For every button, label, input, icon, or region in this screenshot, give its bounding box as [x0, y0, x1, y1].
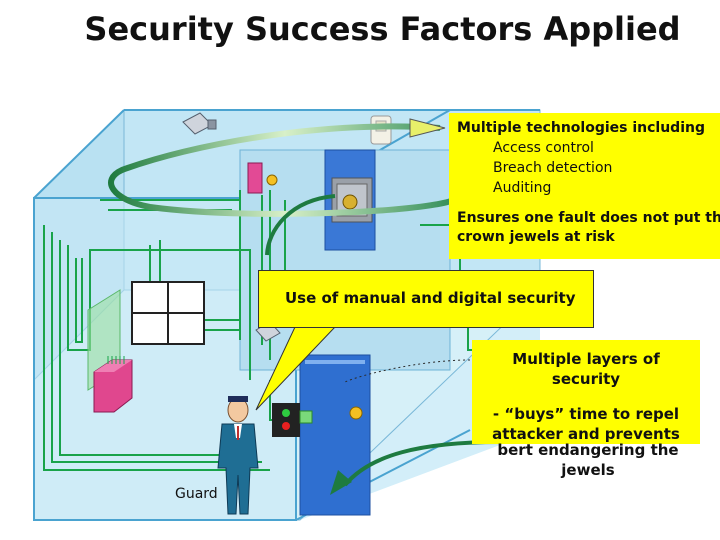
door-knob-icon [349, 406, 363, 420]
layers-overflow-text: bert endangering the jewels [472, 440, 704, 480]
access-reader-icon [247, 162, 263, 194]
pink-box-icon [93, 356, 133, 413]
technology-item: Auditing [493, 180, 552, 196]
guard-label: Guard [175, 486, 218, 502]
arrow [265, 194, 336, 256]
technology-item: Access control [493, 140, 594, 156]
technology-item: Breach detection [493, 160, 613, 176]
layers-callout: Multiple layers of security - “buys” tim… [472, 340, 700, 444]
manual-digital-callout: Use of manual and digital security [258, 270, 594, 328]
page-title: Security Success Factors Applied [84, 10, 681, 48]
layers-line: Multiple layers of [512, 350, 660, 368]
layers-line: attacker and prevents [492, 425, 680, 443]
guard-icon [217, 396, 259, 515]
layers-line: bert endangering the [497, 441, 679, 459]
traffic-light-panel-icon [272, 403, 313, 437]
window [131, 281, 205, 345]
technologies-footer-line: Ensures one fault does not put th [457, 210, 720, 226]
door-knob-icon [266, 174, 278, 186]
technologies-footer-line: crown jewels at risk [457, 229, 615, 245]
technologies-callout: Multiple technologies including Access c… [449, 113, 720, 259]
layers-line: - “buys” time to repel [492, 405, 680, 423]
motion-sensor-icon [370, 115, 392, 145]
layers-line: security [551, 370, 621, 388]
security-camera-icon [182, 112, 217, 135]
technology-loop-arrow [108, 123, 462, 217]
technologies-heading: Multiple technologies including [457, 120, 705, 136]
layers-line: jewels [561, 461, 615, 479]
